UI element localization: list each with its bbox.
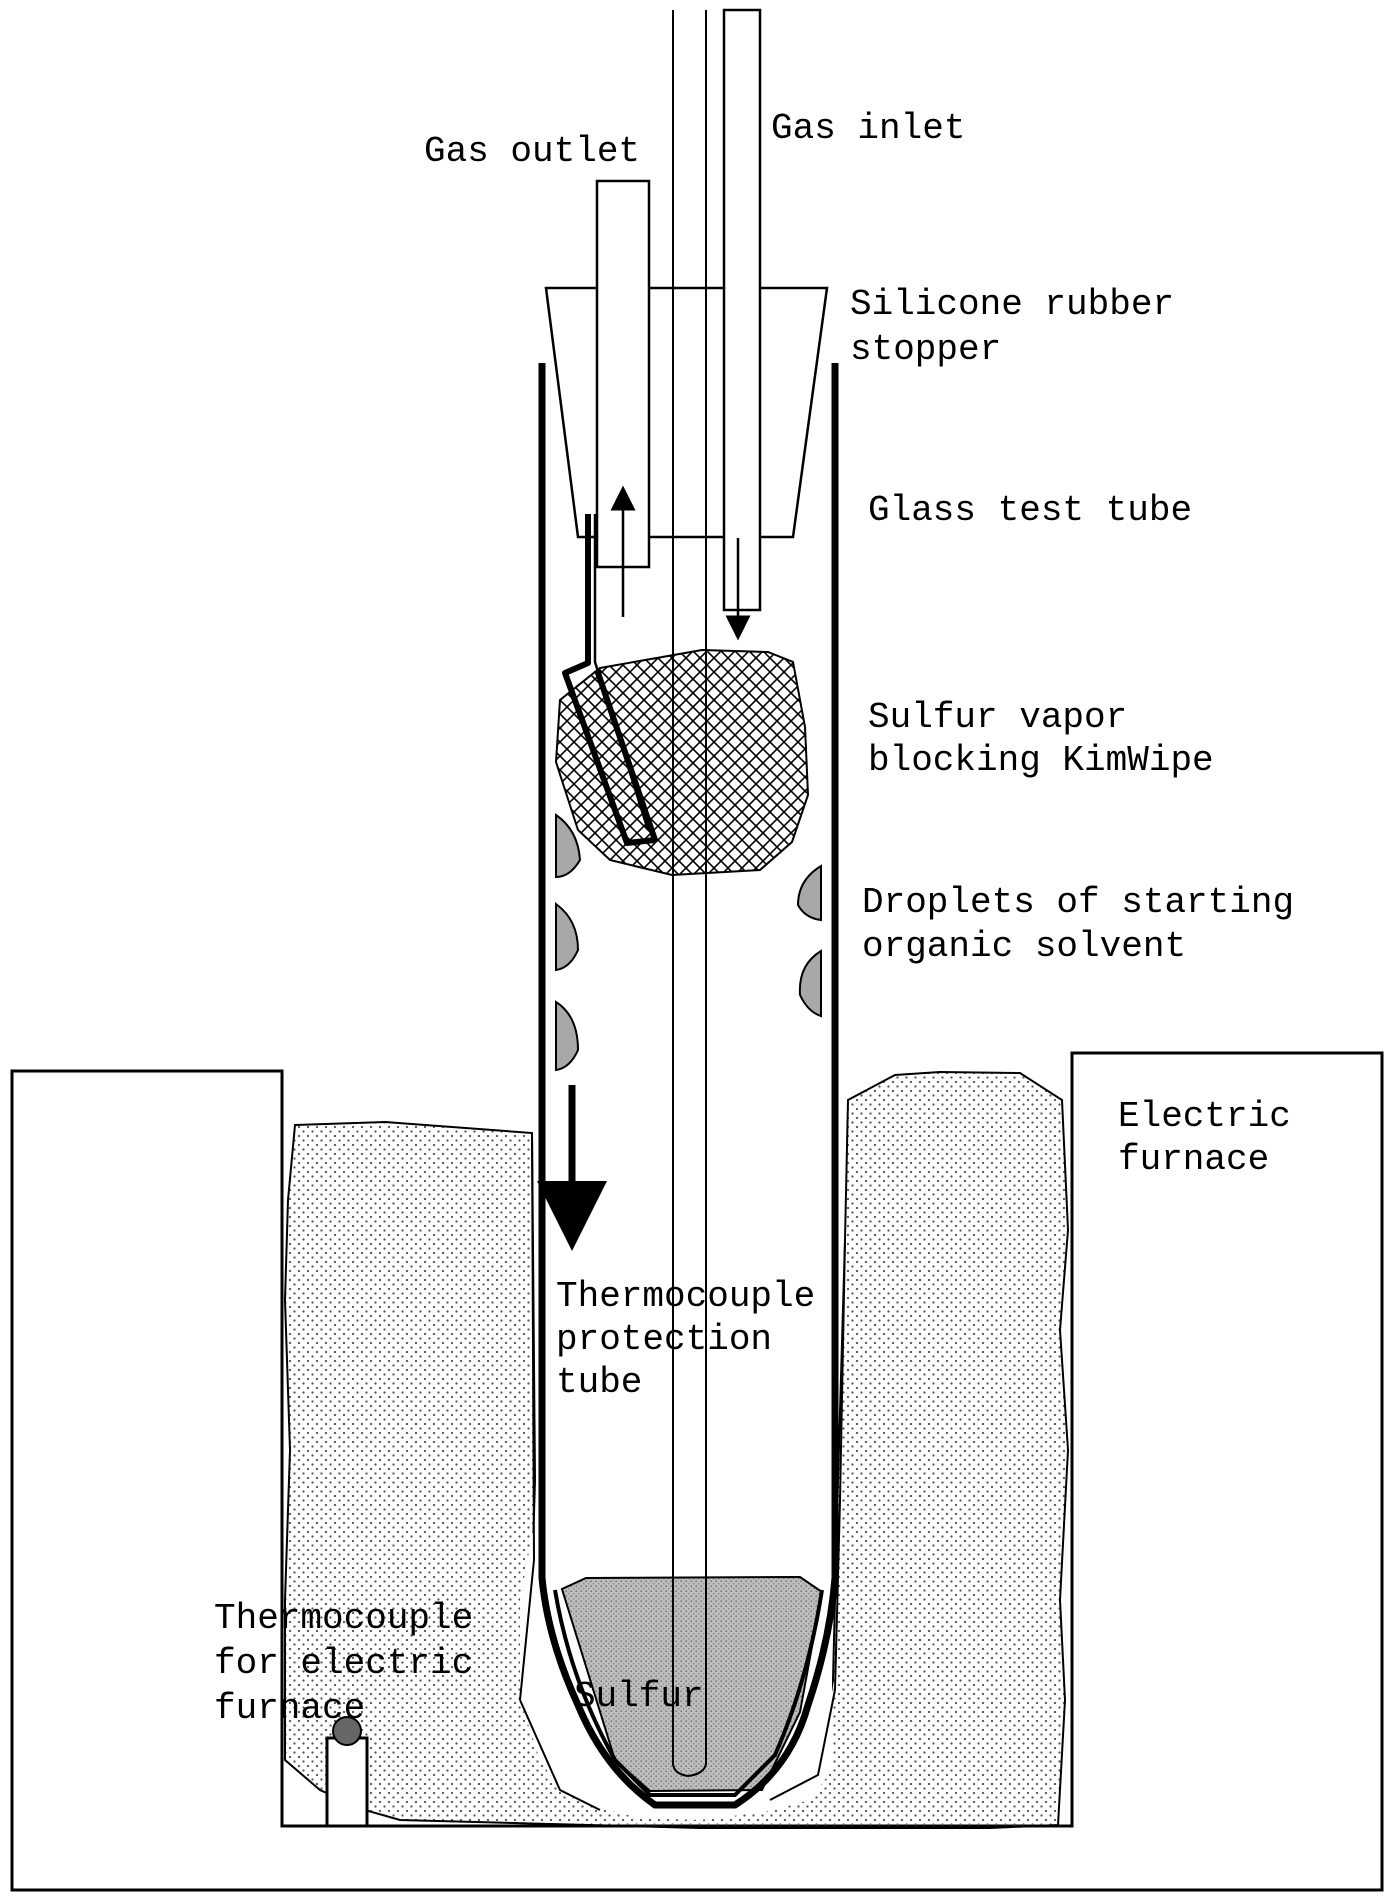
tc-furnace-label-line3: furnace [214,1688,365,1729]
sulfur-vapor-blocking-kimwipe [556,650,808,875]
gas-inlet-tube [724,10,760,610]
tc-furnace-label-line2: for electric [214,1643,473,1684]
kimwipe-label-line2: blocking KimWipe [868,740,1214,781]
furnace-thermocouple-post [327,1738,367,1826]
solvent-droplet [800,951,821,1016]
furnace-label-line1: Electric [1118,1096,1291,1137]
furnace-label-line2: furnace [1118,1139,1269,1180]
solvent-droplet [556,1002,578,1070]
sulfur-label: Sulfur [574,1676,704,1717]
silicone-rubber-stopper [546,288,827,537]
tc-tube-label-line2: protection [556,1319,772,1360]
tc-tube-label-line3: tube [556,1362,642,1403]
test-tube-label: Glass test tube [868,490,1192,531]
droplets-label-line1: Droplets of starting [862,882,1294,923]
tc-tube-label-line1: Thermocouple [556,1276,815,1317]
gas-inlet-label: Gas inlet [771,108,965,149]
stopper-label-line1: Silicone rubber [850,284,1174,325]
gas-outlet-label: Gas outlet [424,131,640,172]
droplets-label-line2: organic solvent [862,926,1186,967]
kimwipe-label-line1: Sulfur vapor [868,697,1127,738]
tc-furnace-label-line1: Thermocouple [214,1598,473,1639]
solvent-droplet [556,904,578,970]
stopper-label-line2: stopper [850,329,1001,370]
solvent-droplet [798,866,821,920]
